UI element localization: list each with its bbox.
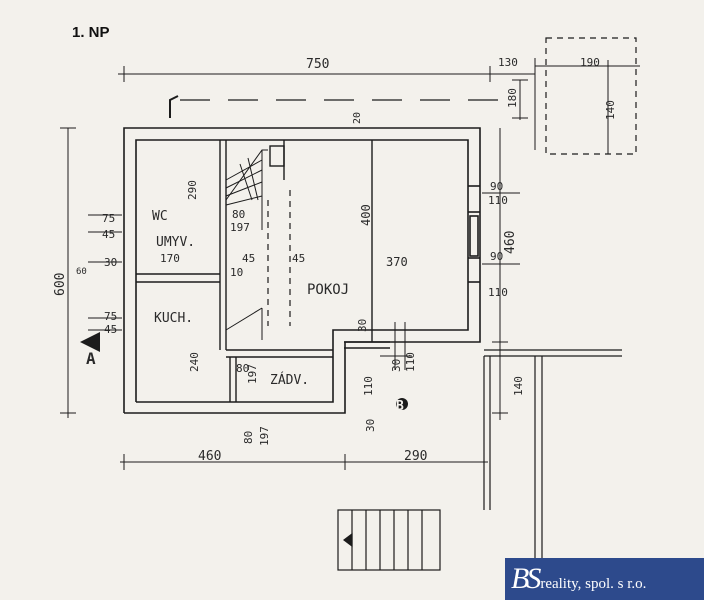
dim-win-75: 75 xyxy=(102,212,115,225)
dim-door-197: 197 xyxy=(230,221,250,234)
dim-right-lower: 140 xyxy=(512,376,525,396)
dim-window-90b: 90 xyxy=(490,250,503,263)
section-mark-a: A xyxy=(86,349,96,368)
dim-ent-110: 110 xyxy=(362,376,375,396)
dim-pokoj-width: 370 xyxy=(386,255,408,269)
staircase xyxy=(225,149,268,340)
dim-zadv-197: 197 xyxy=(246,364,259,384)
dim-top-20: 20 xyxy=(352,112,363,124)
room-wc: WC xyxy=(152,209,168,224)
dim-terrace-width: 190 xyxy=(580,56,600,69)
dim-wall-30: 30 xyxy=(356,319,369,332)
dim-top-right: 130 xyxy=(498,56,518,69)
room-pokoj: POKOJ xyxy=(307,282,349,298)
brand-mark: BS xyxy=(511,562,541,595)
dim-wall-45b: 45 xyxy=(292,252,305,265)
dim-window-110: 110 xyxy=(488,194,508,207)
dim-window-90: 90 xyxy=(490,180,503,193)
dim-win-60: 60 xyxy=(76,267,87,277)
dim-zadv-80: 80 xyxy=(236,362,249,375)
brand-logo: BS reality, spol. s r.o. xyxy=(505,558,704,600)
dim-umyv-170: 170 xyxy=(160,252,180,265)
dim-wall-45: 45 xyxy=(242,252,255,265)
dim-terrace-offset: 180 xyxy=(506,88,519,108)
outer-walls xyxy=(123,127,481,414)
exterior-steps xyxy=(337,509,441,571)
dim-win-45b: 45 xyxy=(104,323,117,336)
dim-win-45: 45 xyxy=(102,228,115,241)
floor-label: 1. NP xyxy=(72,24,110,41)
section-mark-b: B xyxy=(396,399,404,414)
dim-door-30: 30 xyxy=(390,359,403,372)
dim-left-total: 600 xyxy=(53,273,68,296)
room-zadv: ZÁDV. xyxy=(270,372,309,388)
dim-window-110b: 110 xyxy=(488,286,508,299)
dim-door-80: 80 xyxy=(232,208,245,221)
dim-ent-30: 30 xyxy=(364,419,377,432)
dim-terrace-depth: 140 xyxy=(604,100,617,120)
dim-door-110: 110 xyxy=(404,352,417,372)
dimension-lines xyxy=(60,58,640,470)
dim-stair-290: 290 xyxy=(186,180,199,200)
room-kuch: KUCH. xyxy=(154,311,193,326)
dim-wall-10: 10 xyxy=(230,266,243,279)
section-markers xyxy=(80,332,408,410)
dim-right-total: 460 xyxy=(503,231,518,254)
arrow-icon xyxy=(169,95,179,118)
dim-bottom-left: 460 xyxy=(198,449,221,464)
dim-zadv-80b: 80 xyxy=(242,431,255,444)
dim-kuch-240: 240 xyxy=(188,352,201,372)
dim-win-75b: 75 xyxy=(104,310,117,323)
interior-walls xyxy=(136,140,390,402)
dim-pokoj-height: 400 xyxy=(359,204,373,226)
dim-zadv-197b: 197 xyxy=(258,426,271,446)
room-umyv: UMYV. xyxy=(156,235,195,250)
brand-name: reality, spol. s r.o. xyxy=(540,575,647,592)
site-boundary xyxy=(483,349,622,560)
dim-win-30: 30 xyxy=(104,256,117,269)
dim-top-total: 750 xyxy=(306,57,329,72)
dashed-lines xyxy=(180,37,637,326)
dim-bottom-right: 290 xyxy=(404,449,427,464)
